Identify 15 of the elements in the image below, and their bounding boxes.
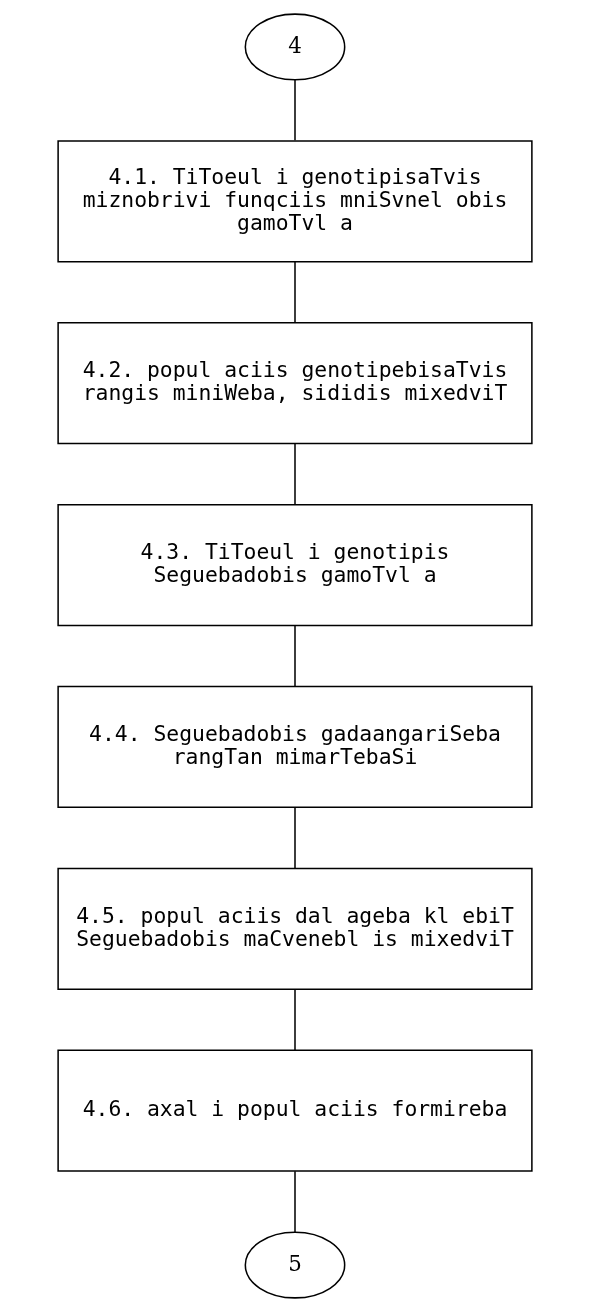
connector — [294, 806, 296, 870]
connector — [294, 261, 296, 324]
connector — [294, 988, 296, 1051]
node-box: 4.6. axal i popul aciis formireba — [57, 1049, 533, 1172]
connector — [294, 1170, 296, 1233]
node-box: 4.3. TiToeul i genotipis Seguebadobis gamoTvl a — [57, 503, 533, 627]
node-ellipse: 4 — [244, 13, 346, 81]
connector — [294, 624, 296, 688]
node-box: 4.5. popul aciis dal ageba kl ebiT Seguebadobis maCvenebl is mixedviT — [57, 867, 533, 990]
node-box: 4.2. popul aciis genotipebisaTvis rangis miniWeba, sididis mixedviT — [57, 322, 533, 445]
connector — [294, 443, 296, 506]
node-ellipse: 5 — [244, 1231, 346, 1299]
node-box: 4.1. TiToeul i genotipisaTvis miznobrivi funqciis mniSvnel obis gamoTvl a — [57, 140, 533, 263]
connector — [294, 79, 296, 142]
node-box: 4.4. Seguebadobis gadaangariSeba rangTan mimarTebaSi — [57, 685, 533, 809]
